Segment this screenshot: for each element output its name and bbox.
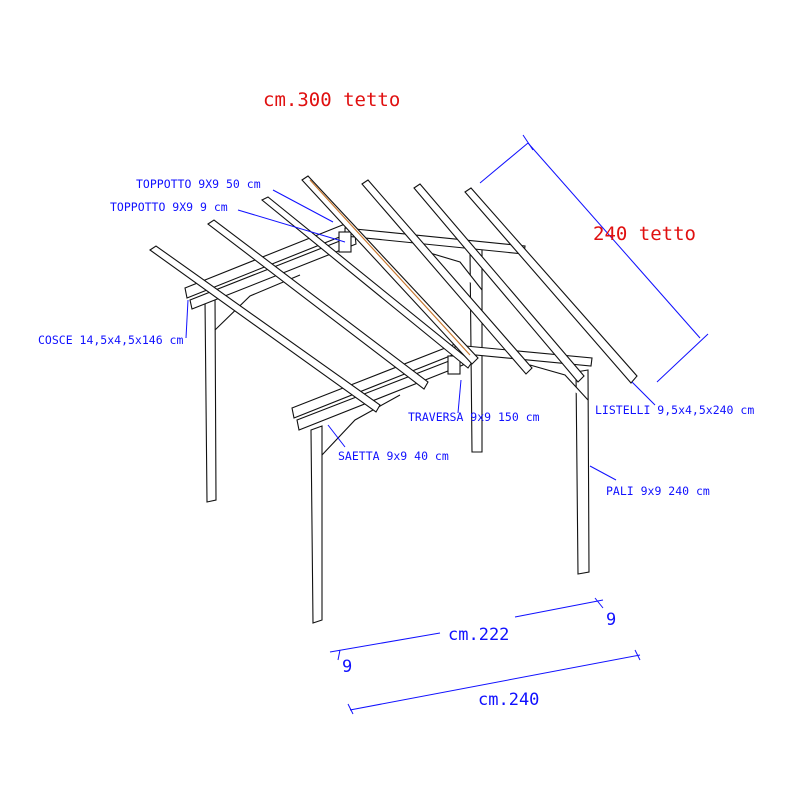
label-listelli: LISTELLI 9,5x4,5x240 cm xyxy=(595,403,754,417)
rafter-highlight xyxy=(309,179,471,356)
rafter xyxy=(361,179,533,375)
rafter xyxy=(464,187,638,384)
brace-front-left xyxy=(321,394,401,456)
rafter xyxy=(149,245,381,413)
dimension-post-left: 9 xyxy=(342,657,352,677)
label-pali: PALI 9x9 240 cm xyxy=(606,484,710,498)
dimension-outer: cm.240 xyxy=(478,690,539,710)
label-saetta: SAETTA 9x9 40 cm xyxy=(338,449,449,463)
brace-front-right xyxy=(529,364,589,401)
label-cosce: COSCE 14,5x4,5x146 cm xyxy=(38,333,183,347)
roof-depth-title: 240 tetto xyxy=(593,223,696,245)
rafter xyxy=(413,183,585,383)
rafters xyxy=(149,175,638,413)
dimension-post-right: 9 xyxy=(606,610,616,630)
post-back-left xyxy=(204,295,217,503)
label-toppotto-9: TOPPOTTO 9X9 9 cm xyxy=(110,200,228,214)
post-front-left xyxy=(310,425,323,624)
rafter xyxy=(207,219,429,390)
leader-lines xyxy=(185,189,656,481)
rafter xyxy=(301,175,479,365)
dimension-inner: cm.222 xyxy=(448,625,509,645)
beam-right-bottom xyxy=(296,355,464,431)
label-traversa: TRAVERSA 9x9 150 cm xyxy=(408,410,540,424)
label-toppotto-50: TOPPOTTO 9X9 50 cm xyxy=(136,177,261,191)
posts xyxy=(204,247,590,624)
roof-width-title: cm.300 tetto xyxy=(263,89,400,111)
post-front-right xyxy=(575,369,590,575)
dimension-lines xyxy=(329,134,709,715)
